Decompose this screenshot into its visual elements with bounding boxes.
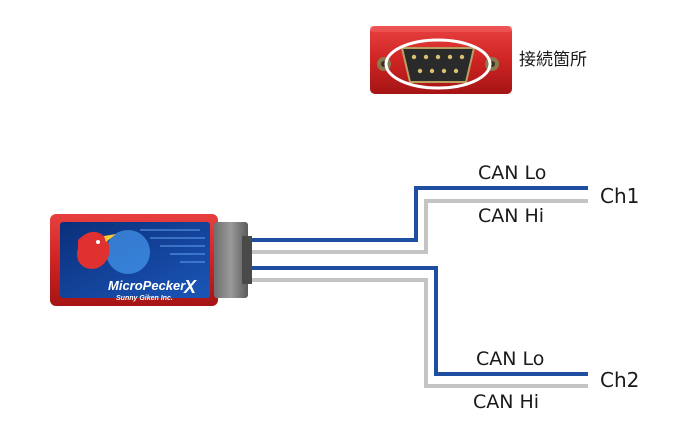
ch2-can-lo-wire bbox=[252, 266, 588, 376]
device-brand: MicroPecker bbox=[108, 278, 186, 293]
ch1-can-hi-label: CAN Hi bbox=[478, 205, 545, 227]
device-plug bbox=[214, 222, 248, 298]
highlight-ring bbox=[384, 38, 492, 90]
connector-caption: 接続箇所 bbox=[519, 50, 587, 70]
ch1-can-lo-wire bbox=[252, 186, 588, 242]
ch1-can-lo-label: CAN Lo bbox=[478, 162, 547, 184]
db9-shell-icon bbox=[400, 47, 476, 83]
ch2-can-hi-label: CAN Hi bbox=[473, 391, 540, 413]
ch1-label: Ch1 bbox=[600, 184, 640, 208]
micropecker-device bbox=[50, 214, 252, 306]
device-maker: Sunny Giken Inc. bbox=[116, 295, 173, 302]
db9-connector-image bbox=[370, 26, 512, 94]
device-brand-suffix: X bbox=[183, 277, 197, 297]
ch2-can-hi-wire bbox=[252, 278, 588, 388]
ch2-can-lo-label: CAN Lo bbox=[476, 348, 545, 370]
ch2-label: Ch2 bbox=[600, 368, 640, 392]
bird-mascot-icon bbox=[77, 231, 110, 269]
eye-graphic-icon bbox=[106, 230, 150, 274]
ch1-can-hi-wire bbox=[252, 199, 588, 254]
